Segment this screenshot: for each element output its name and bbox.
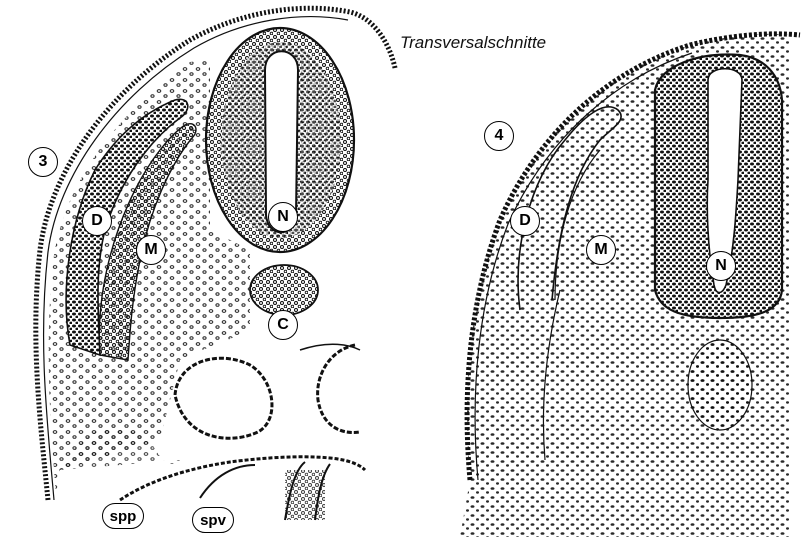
label-d-left: D <box>82 206 112 236</box>
label-d-right: D <box>510 206 540 236</box>
label-spv: spv <box>192 507 234 533</box>
figure-number-3: 3 <box>28 147 58 177</box>
label-n-right: N <box>706 251 736 281</box>
label-m-right: M <box>586 235 616 265</box>
label-c-left: C <box>268 310 298 340</box>
figure-number-4: 4 <box>484 121 514 151</box>
label-spp: spp <box>102 503 144 529</box>
figure-title: Transversalschnitte <box>400 33 546 53</box>
label-m-left: M <box>136 235 166 265</box>
label-n-left: N <box>268 202 298 232</box>
